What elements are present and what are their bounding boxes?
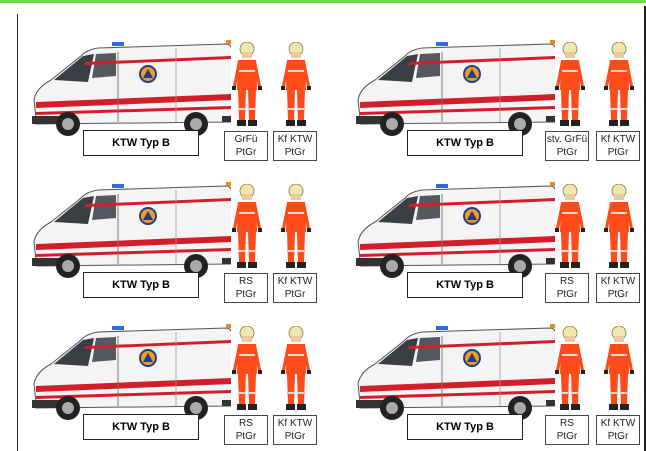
role-name: GrFü (225, 133, 267, 146)
top-border (0, 0, 646, 3)
role-unit: PtGr (225, 288, 267, 301)
role-name: stv. GrFü (546, 133, 588, 146)
vehicle-label: KTW Typ B (83, 414, 199, 440)
rescuer-figure-icon (602, 184, 636, 270)
ambulance-van-icon (26, 178, 231, 278)
vehicle-label: KTW Typ B (407, 130, 523, 156)
role-label-1: stv. GrFü PtGr (545, 131, 589, 161)
role-label-2: Kf KTW PtGr (596, 415, 640, 445)
vehicle-label: KTW Typ B (83, 272, 199, 298)
role-unit: PtGr (225, 146, 267, 159)
role-label-2: Kf KTW PtGr (596, 131, 640, 161)
role-name: Kf KTW (597, 417, 639, 430)
rescuer-figure-icon (553, 326, 587, 412)
role-unit: PtGr (274, 288, 316, 301)
role-name: RS (546, 275, 588, 288)
role-unit: PtGr (225, 430, 267, 443)
role-label-1: RS PtGr (224, 415, 268, 445)
role-label-2: Kf KTW PtGr (273, 131, 317, 161)
role-label-2: Kf KTW PtGr (596, 273, 640, 303)
ambulance-van-icon (350, 178, 555, 278)
role-unit: PtGr (274, 430, 316, 443)
ambulance-van-icon (350, 36, 555, 136)
unit-group-5: KTW Typ B RS PtGr Kf KTW PtGr (26, 320, 326, 435)
unit-group-1: KTW Typ B GrFü PtGr Kf KTW PtGr (26, 36, 326, 151)
role-label-1: RS PtGr (224, 273, 268, 303)
ambulance-van-icon (26, 320, 231, 420)
role-label-1: RS PtGr (545, 415, 589, 445)
rescuer-figure-icon (230, 42, 264, 128)
rescuer-figure-icon (602, 42, 636, 128)
rescuer-figure-icon (279, 42, 313, 128)
role-name: RS (546, 417, 588, 430)
role-unit: PtGr (546, 430, 588, 443)
role-label-1: GrFü PtGr (224, 131, 268, 161)
rescuer-figure-icon (230, 326, 264, 412)
unit-group-4: KTW Typ B RS PtGr Kf KTW PtGr (350, 178, 646, 293)
role-name: Kf KTW (274, 417, 316, 430)
role-unit: PtGr (274, 146, 316, 159)
left-border (17, 14, 18, 451)
role-unit: PtGr (546, 288, 588, 301)
rescuer-figure-icon (279, 184, 313, 270)
role-name: RS (225, 417, 267, 430)
vehicle-label: KTW Typ B (407, 414, 523, 440)
vehicle-label: KTW Typ B (407, 272, 523, 298)
role-unit: PtGr (597, 288, 639, 301)
unit-group-3: KTW Typ B RS PtGr Kf KTW PtGr (26, 178, 326, 293)
ambulance-van-icon (350, 320, 555, 420)
unit-group-2: KTW Typ B stv. GrFü PtGr Kf KTW PtGr (350, 36, 646, 151)
role-label-1: RS PtGr (545, 273, 589, 303)
role-unit: PtGr (546, 146, 588, 159)
unit-group-6: KTW Typ B RS PtGr Kf KTW PtGr (350, 320, 646, 435)
rescuer-figure-icon (602, 326, 636, 412)
role-label-2: Kf KTW PtGr (273, 415, 317, 445)
rescuer-figure-icon (279, 326, 313, 412)
ambulance-van-icon (26, 36, 231, 136)
role-label-2: Kf KTW PtGr (273, 273, 317, 303)
role-name: Kf KTW (597, 275, 639, 288)
role-name: RS (225, 275, 267, 288)
role-unit: PtGr (597, 146, 639, 159)
role-name: Kf KTW (597, 133, 639, 146)
role-name: Kf KTW (274, 275, 316, 288)
vehicle-label: KTW Typ B (83, 130, 199, 156)
role-name: Kf KTW (274, 133, 316, 146)
rescuer-figure-icon (230, 184, 264, 270)
role-unit: PtGr (597, 430, 639, 443)
rescuer-figure-icon (553, 184, 587, 270)
rescuer-figure-icon (553, 42, 587, 128)
